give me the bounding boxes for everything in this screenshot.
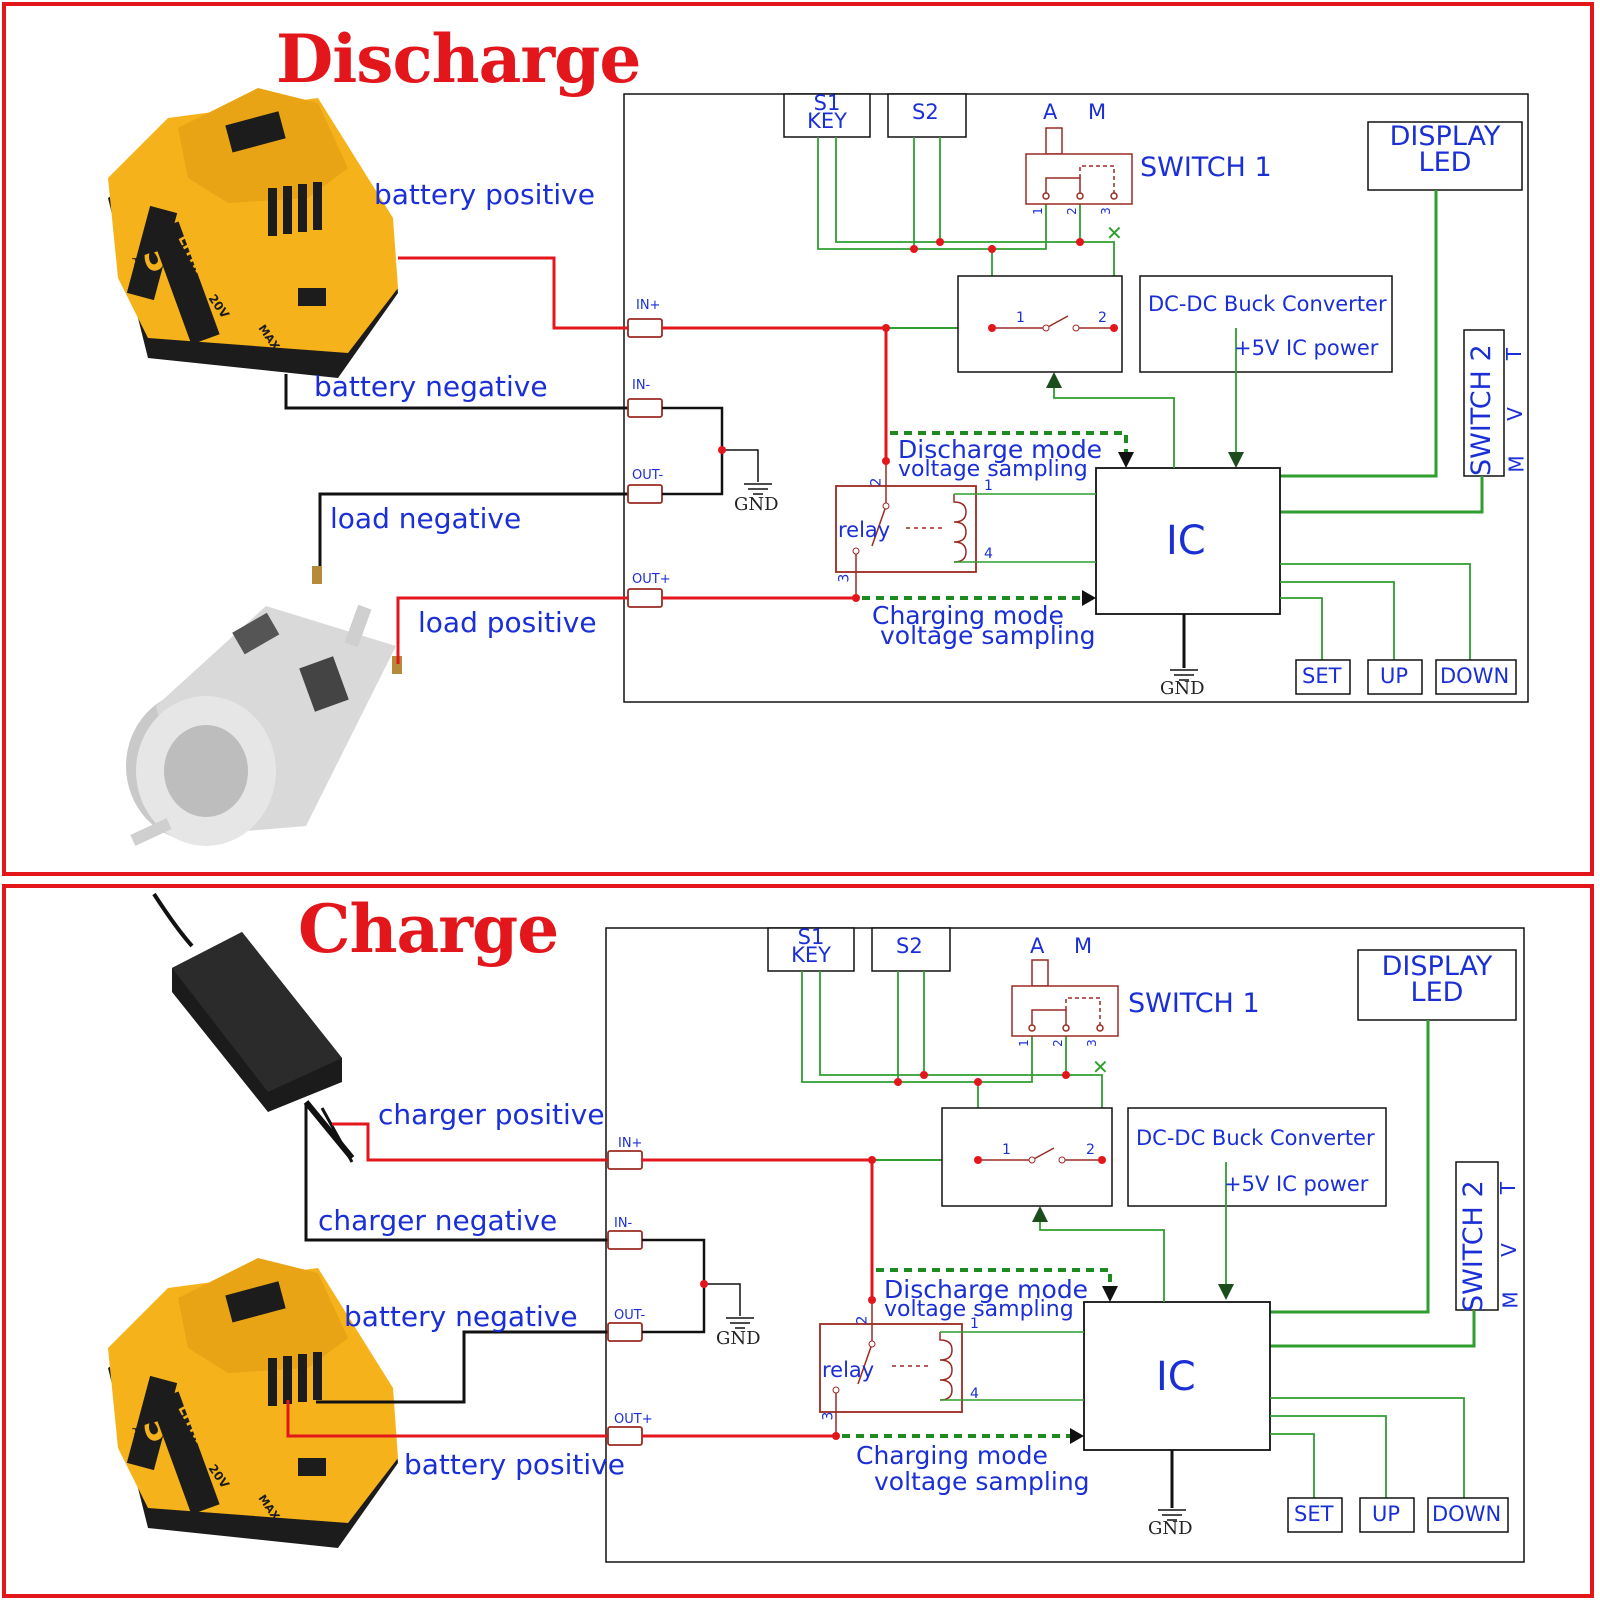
load-negative-label: battery negative [344, 1300, 578, 1333]
svg-text:✕: ✕ [1106, 221, 1123, 245]
switch2-v-label: V [1502, 407, 1527, 421]
load-positive-label: load positive [418, 606, 597, 639]
switch1-pin2: 2 [1064, 207, 1079, 215]
relay-switch-pin2: 2 [1086, 1142, 1095, 1158]
switch2-m-label: M [1504, 455, 1529, 473]
switch1-pin2: 2 [1050, 1039, 1065, 1047]
relay-pin3: 3 [820, 1411, 837, 1421]
switch2-v-label: V [1496, 1243, 1521, 1257]
ic-gnd-label: GND [1148, 1518, 1193, 1539]
switch1-m-label: M [1088, 100, 1107, 124]
source-negative-label: battery negative [314, 370, 548, 403]
svg-text:✕: ✕ [1092, 1055, 1109, 1079]
switch1-label: SWITCH 1 [1140, 152, 1272, 183]
up-button-label: UP [1372, 1502, 1401, 1526]
terminal-out-pos: OUT+ [632, 572, 671, 587]
switch1-pin3: 3 [1098, 207, 1113, 215]
battery-image: 5 LITHIUM ION 20V MAX AH [108, 88, 398, 378]
charge-diagram: 5 LITHIUM ION 20V MAX AH [108, 892, 1525, 1563]
panel-title: Discharge [276, 20, 641, 98]
ic-label: IC [1166, 518, 1206, 564]
s2-label: S2 [896, 934, 923, 958]
terminal-in-pos: IN+ [618, 1136, 643, 1151]
source-negative-label: charger negative [318, 1204, 558, 1237]
switch1-m-label: M [1074, 934, 1093, 958]
terminal-out-neg: OUT- [632, 468, 664, 483]
switch2-t-label: T [1496, 1181, 1521, 1195]
charge-panel: Charge 5 LITHIUM ION 20V MAX AH [2, 884, 1594, 1598]
terminal-out-neg: OUT- [614, 1308, 646, 1323]
relay-switch-pin1: 1 [1016, 310, 1025, 326]
relay-pin1: 1 [970, 1316, 979, 1332]
switch1-label: SWITCH 1 [1128, 988, 1260, 1019]
discharge-diagram: 5 LITHIUM ION 20V MAX AH [108, 88, 1529, 846]
buck-converter-label: DC-DC Buck Converter [1148, 292, 1387, 316]
relay-switch-pin1: 1 [1002, 1142, 1011, 1158]
battery-unit: AH [129, 255, 147, 274]
switch2-t-label: T [1502, 347, 1527, 361]
ic-power-label: +5V IC power [1234, 336, 1379, 360]
switch2-label: SWITCH 2 [1458, 1180, 1489, 1312]
down-button-label: DOWN [1440, 664, 1510, 688]
relay-pin3: 3 [836, 573, 853, 583]
set-button-label: SET [1302, 664, 1342, 688]
ic-gnd-label: GND [1160, 678, 1205, 699]
motor-image [126, 566, 402, 846]
terminal-in-neg: IN- [614, 1216, 633, 1231]
load-positive-label: battery positive [404, 1448, 625, 1481]
terminal-out-pos: OUT+ [614, 1412, 653, 1427]
relay-pin1: 1 [984, 478, 993, 494]
switch1-a-label: A [1030, 934, 1045, 958]
relay-pin2: 2 [868, 477, 885, 487]
discharge-panel: Discharge 5 LITHIUM ION 20V MAX AH [2, 2, 1594, 876]
up-button-label: UP [1380, 664, 1409, 688]
relay-switch-pin2: 2 [1098, 310, 1107, 326]
relay-pin4: 4 [970, 1386, 979, 1402]
terminal-in-neg: IN- [632, 378, 651, 393]
ic-label: IC [1156, 1354, 1196, 1400]
relay-label: relay [838, 518, 891, 542]
relay-pin4: 4 [984, 546, 993, 562]
gnd-label: GND [716, 1328, 761, 1349]
switch1-pin3: 3 [1084, 1039, 1099, 1047]
ic-power-label: +5V IC power [1224, 1172, 1369, 1196]
set-button-label: SET [1294, 1502, 1334, 1526]
relay-label: relay [822, 1358, 875, 1382]
gnd-label: GND [734, 494, 779, 515]
source-positive-label: charger positive [378, 1098, 605, 1131]
load-negative-label: load negative [330, 502, 522, 535]
battery-image: 5 LITHIUM ION 20V MAX AH [108, 1258, 398, 1548]
switch1-pin1: 1 [1016, 1039, 1031, 1047]
s2-label: S2 [912, 100, 939, 124]
battery-unit: AH [129, 1425, 147, 1444]
source-positive-label: battery positive [374, 178, 595, 211]
terminal-in-pos: IN+ [636, 298, 661, 313]
switch2-m-label: M [1498, 1291, 1523, 1309]
down-button-label: DOWN [1432, 1502, 1502, 1526]
relay-pin2: 2 [854, 1315, 871, 1325]
panel-title: Charge [298, 890, 559, 968]
switch2-label: SWITCH 2 [1466, 344, 1497, 476]
charger-image [152, 892, 355, 1163]
buck-converter-label: DC-DC Buck Converter [1136, 1126, 1375, 1150]
switch1-a-label: A [1043, 100, 1058, 124]
switch1-pin1: 1 [1030, 207, 1045, 215]
